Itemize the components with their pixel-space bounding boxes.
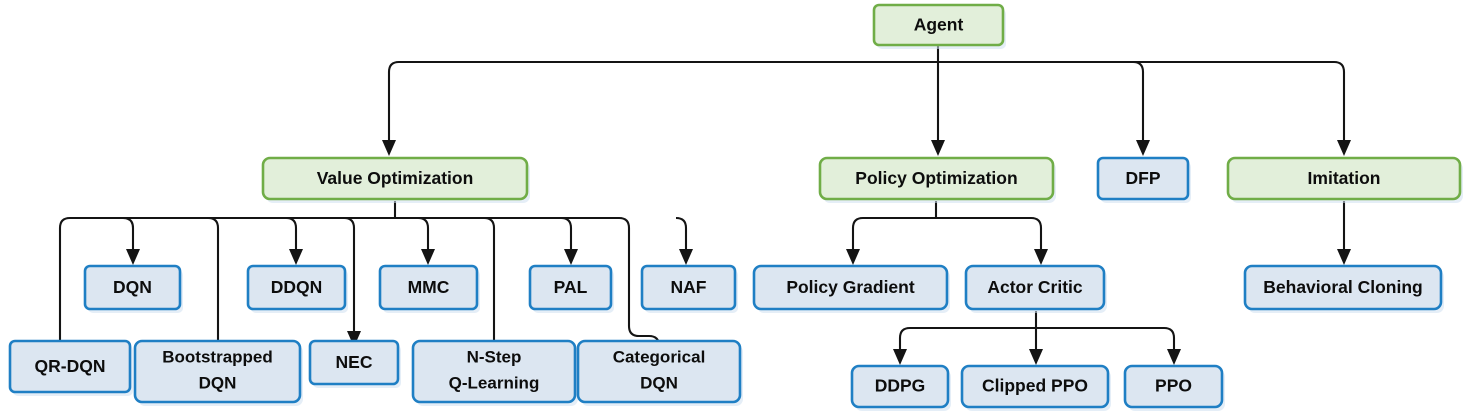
connector-layer bbox=[53, 46, 1351, 365]
arrowhead-policy-optimization bbox=[931, 140, 945, 156]
imitation-box[interactable] bbox=[1226, 156, 1462, 201]
qr-dqn-box[interactable] bbox=[8, 339, 132, 394]
arrowhead-policy-gradient bbox=[846, 249, 860, 265]
connector-vo-to-nec bbox=[342, 216, 395, 334]
connector-po-to-actor-critic bbox=[936, 216, 1043, 252]
connector-ac-to-ppo bbox=[1036, 326, 1176, 352]
value-optimization-box[interactable] bbox=[261, 156, 529, 201]
categorical-dqn-box[interactable] bbox=[576, 339, 742, 404]
ppo-box[interactable] bbox=[1123, 364, 1224, 409]
policy-gradient-box[interactable] bbox=[752, 264, 949, 311]
arrowhead-value-optimization bbox=[382, 140, 396, 156]
node-imitation[interactable]: Imitation bbox=[1226, 156, 1463, 203]
node-n-step-q-learning[interactable]: N-Step Q-Learning bbox=[411, 339, 578, 406]
arrowhead-dfp bbox=[1136, 140, 1150, 156]
arrowhead-pal bbox=[564, 249, 578, 265]
nec-box[interactable] bbox=[308, 339, 400, 386]
arrowhead-naf bbox=[679, 249, 693, 265]
actor-critic-box[interactable] bbox=[964, 264, 1106, 311]
connector-vo-to-bootstrapped-dqn bbox=[206, 216, 395, 347]
arrowhead-mmc bbox=[421, 249, 435, 265]
arrowhead-nec bbox=[347, 331, 361, 347]
arrowhead-dqn bbox=[126, 249, 140, 265]
behavioral-cloning-box[interactable] bbox=[1243, 264, 1443, 311]
connector-vo-to-ddqn bbox=[285, 216, 298, 252]
arrowhead-ddpg bbox=[893, 349, 907, 365]
connector-po-to-policy-gradient bbox=[851, 216, 936, 252]
node-agent[interactable]: Agent bbox=[872, 3, 1006, 49]
node-categorical-dqn[interactable]: Categorical DQN bbox=[576, 339, 743, 406]
node-policy-optimization[interactable]: Policy Optimization bbox=[818, 156, 1056, 203]
naf-box[interactable] bbox=[640, 264, 737, 311]
connector-agent-to-value-optimization bbox=[387, 60, 938, 142]
dqn-box[interactable] bbox=[83, 264, 182, 311]
arrowhead-ddqn bbox=[289, 249, 303, 265]
node-bootstrapped-dqn[interactable]: Bootstrapped DQN bbox=[133, 339, 303, 406]
node-actor-critic[interactable]: Actor Critic bbox=[964, 264, 1107, 313]
connector-vo-to-dqn bbox=[122, 216, 135, 252]
node-ddpg[interactable]: DDPG bbox=[850, 364, 951, 411]
node-mmc[interactable]: MMC bbox=[378, 264, 480, 313]
dfp-box[interactable] bbox=[1096, 156, 1190, 201]
node-ddqn[interactable]: DDQN bbox=[246, 264, 348, 313]
node-policy-gradient[interactable]: Policy Gradient bbox=[752, 264, 950, 313]
policy-optimization-box[interactable] bbox=[818, 156, 1055, 201]
ddpg-box[interactable] bbox=[850, 364, 950, 409]
node-qr-dqn[interactable]: QR-DQN bbox=[8, 339, 133, 396]
connector-vo-bus-left bbox=[58, 216, 395, 347]
arrowhead-ppo bbox=[1167, 349, 1181, 365]
connector-vo-to-mmc bbox=[417, 216, 430, 252]
agent-box[interactable] bbox=[872, 3, 1005, 47]
connector-vo-to-pal bbox=[560, 216, 573, 252]
arrowhead-behavioral-cloning bbox=[1337, 249, 1351, 265]
node-clipped-ppo[interactable]: Clipped PPO bbox=[960, 364, 1111, 411]
ddqn-box[interactable] bbox=[246, 264, 347, 311]
node-dqn[interactable]: DQN bbox=[83, 264, 183, 313]
mmc-box[interactable] bbox=[378, 264, 479, 311]
connector-agent-to-imitation bbox=[938, 60, 1346, 142]
n-step-q-learning-box[interactable] bbox=[411, 339, 577, 404]
connector-ac-to-ddpg bbox=[898, 326, 1036, 352]
arrowhead-actor-critic bbox=[1034, 249, 1048, 265]
clipped-ppo-box[interactable] bbox=[960, 364, 1110, 409]
arrowhead-clipped-ppo bbox=[1029, 349, 1043, 365]
connector-vo-bus-right bbox=[395, 216, 661, 347]
pal-box[interactable] bbox=[528, 264, 613, 311]
node-ppo[interactable]: PPO bbox=[1123, 364, 1225, 411]
node-behavioral-cloning[interactable]: Behavioral Cloning bbox=[1243, 264, 1444, 313]
node-dfp[interactable]: DFP bbox=[1096, 156, 1191, 203]
arrowhead-imitation bbox=[1337, 140, 1351, 156]
connector-agent-to-dfp bbox=[938, 60, 1145, 142]
node-nec[interactable]: NEC bbox=[308, 339, 401, 388]
node-naf[interactable]: NAF bbox=[640, 264, 738, 313]
connector-vo-to-naf bbox=[675, 216, 688, 252]
node-pal[interactable]: PAL bbox=[528, 264, 614, 313]
bootstrapped-dqn-box[interactable] bbox=[133, 339, 302, 404]
node-value-optimization[interactable]: Value Optimization bbox=[261, 156, 530, 203]
